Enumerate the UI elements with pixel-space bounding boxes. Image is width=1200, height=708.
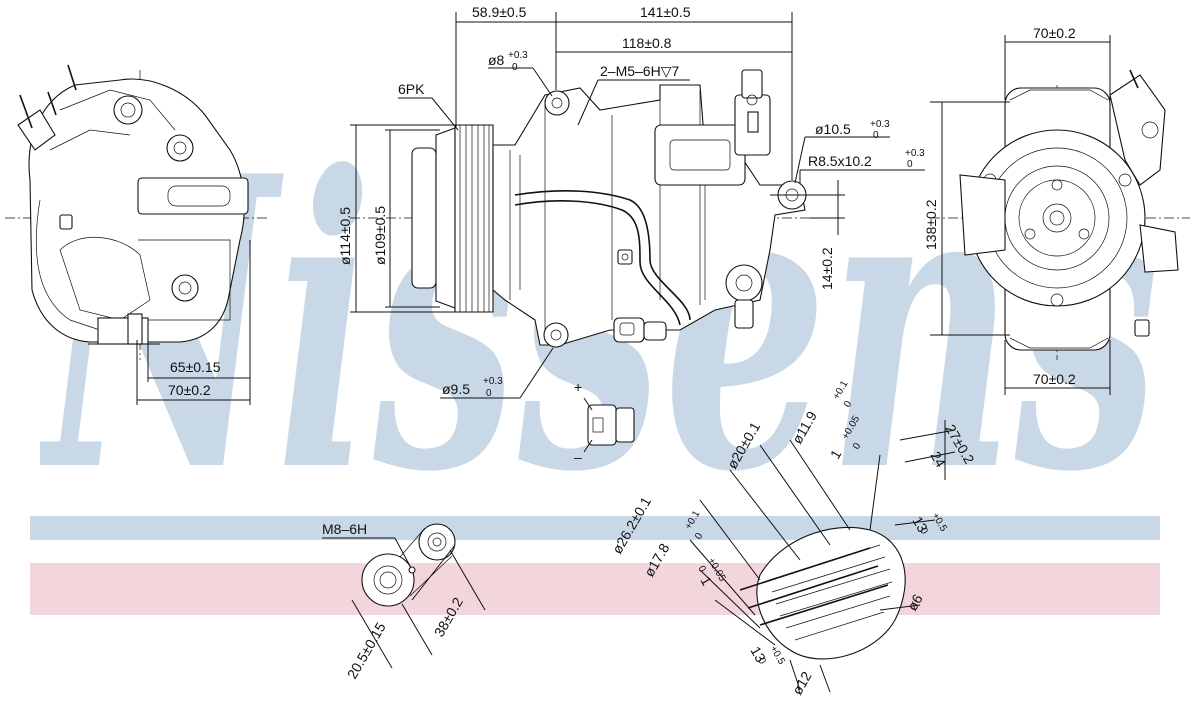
- dim-1a: 1: [827, 447, 845, 462]
- dim-13a-tol-lo: 0: [917, 526, 930, 537]
- dim-118: 118±0.8: [622, 35, 672, 51]
- red-band: [30, 563, 1160, 615]
- dim-d10-5-tol-up: +0.3: [870, 119, 890, 130]
- dim-d9-5-tol-lo: 0: [486, 388, 492, 399]
- dim-141: 141±0.5: [640, 4, 691, 20]
- dim-13a-tol-up: +0.5: [929, 511, 949, 534]
- rear-view-right: 70±0.2 70±0.2 138±0.2: [923, 25, 1190, 395]
- label-m8: M8–6H: [322, 521, 367, 537]
- port-detail: ø20±0.1 ø11.9 +0.1 0 27±0.2 24 1 +0.05 0…: [609, 379, 978, 698]
- dim-d114: ø114±0.5: [337, 207, 353, 265]
- dim-d17-8-tol-lo: 0: [693, 531, 706, 542]
- dim-70-left: 70±0.2: [168, 382, 211, 398]
- front-view-center: 58.9±0.5 141±0.5 118±0.8 ø8 +0.3 0 2–M5–…: [337, 4, 925, 465]
- dim-d12: ø12: [789, 668, 815, 697]
- dim-d17-8: ø17.8: [641, 540, 673, 579]
- dim-58-9: 58.9±0.5: [472, 4, 527, 20]
- dim-65: 65±0.15: [170, 359, 221, 375]
- dim-d109: ø109±0.5: [372, 206, 388, 265]
- dim-d8: ø8: [488, 52, 505, 68]
- dim-d11-9-tol-lo: 0: [842, 399, 855, 410]
- dim-r8-5-tol-lo: 0: [907, 159, 913, 170]
- dim-14: 14±0.2: [819, 247, 835, 290]
- dim-38: 38±0.2: [431, 594, 466, 639]
- dim-1b-tol-lo: 0: [695, 564, 708, 575]
- dim-d10-5-tol-lo: 0: [873, 130, 879, 141]
- dim-d9-5: ø9.5: [442, 381, 470, 397]
- dim-70-bottom: 70±0.2: [1033, 371, 1076, 387]
- dim-24: 24: [927, 449, 949, 471]
- dim-d11-9: ø11.9: [789, 408, 820, 446]
- dim-138: 138±0.2: [923, 199, 939, 250]
- dim-13a: 13: [909, 514, 931, 536]
- pin-minus: –: [574, 449, 582, 465]
- dim-d11-9-tol-up: +0.1: [831, 379, 851, 402]
- dim-d20: ø20±0.1: [724, 419, 764, 472]
- label-6pk: 6PK: [398, 81, 425, 97]
- side-view-left: 65±0.15 70±0.2: [5, 64, 268, 405]
- dim-13b: 13: [747, 644, 769, 666]
- dim-d17-8-tol-up: +0.1: [683, 509, 703, 532]
- dim-d10-5: ø10.5: [815, 121, 851, 137]
- dim-d9-5-tol-up: +0.3: [483, 376, 503, 387]
- dim-r8-5: R8.5x10.2: [808, 153, 872, 169]
- dim-thread: 2–M5–6H▽7: [600, 63, 679, 79]
- dim-d6: ø6: [904, 591, 926, 613]
- dim-d26-2: ø26.2±0.1: [609, 494, 654, 557]
- dim-1b: 1: [697, 574, 715, 589]
- blue-band: [30, 516, 1160, 540]
- dim-1a-tol-up: +0.05: [840, 414, 862, 442]
- dim-1a-tol-lo: 0: [851, 441, 864, 452]
- dim-r8-5-tol-up: +0.3: [905, 148, 925, 159]
- mount-detail: M8–6H 20.5±0.15 38±0.2: [322, 521, 486, 682]
- dim-70-top: 70±0.2: [1033, 25, 1076, 41]
- pin-plus: +: [574, 379, 582, 395]
- dim-d8-tol-up: +0.3: [508, 50, 528, 61]
- dim-d8-tol-lo: 0: [512, 62, 518, 73]
- dim-13b-tol-lo: 0: [755, 656, 768, 667]
- dim-13b-tol-up: +0.5: [767, 644, 787, 667]
